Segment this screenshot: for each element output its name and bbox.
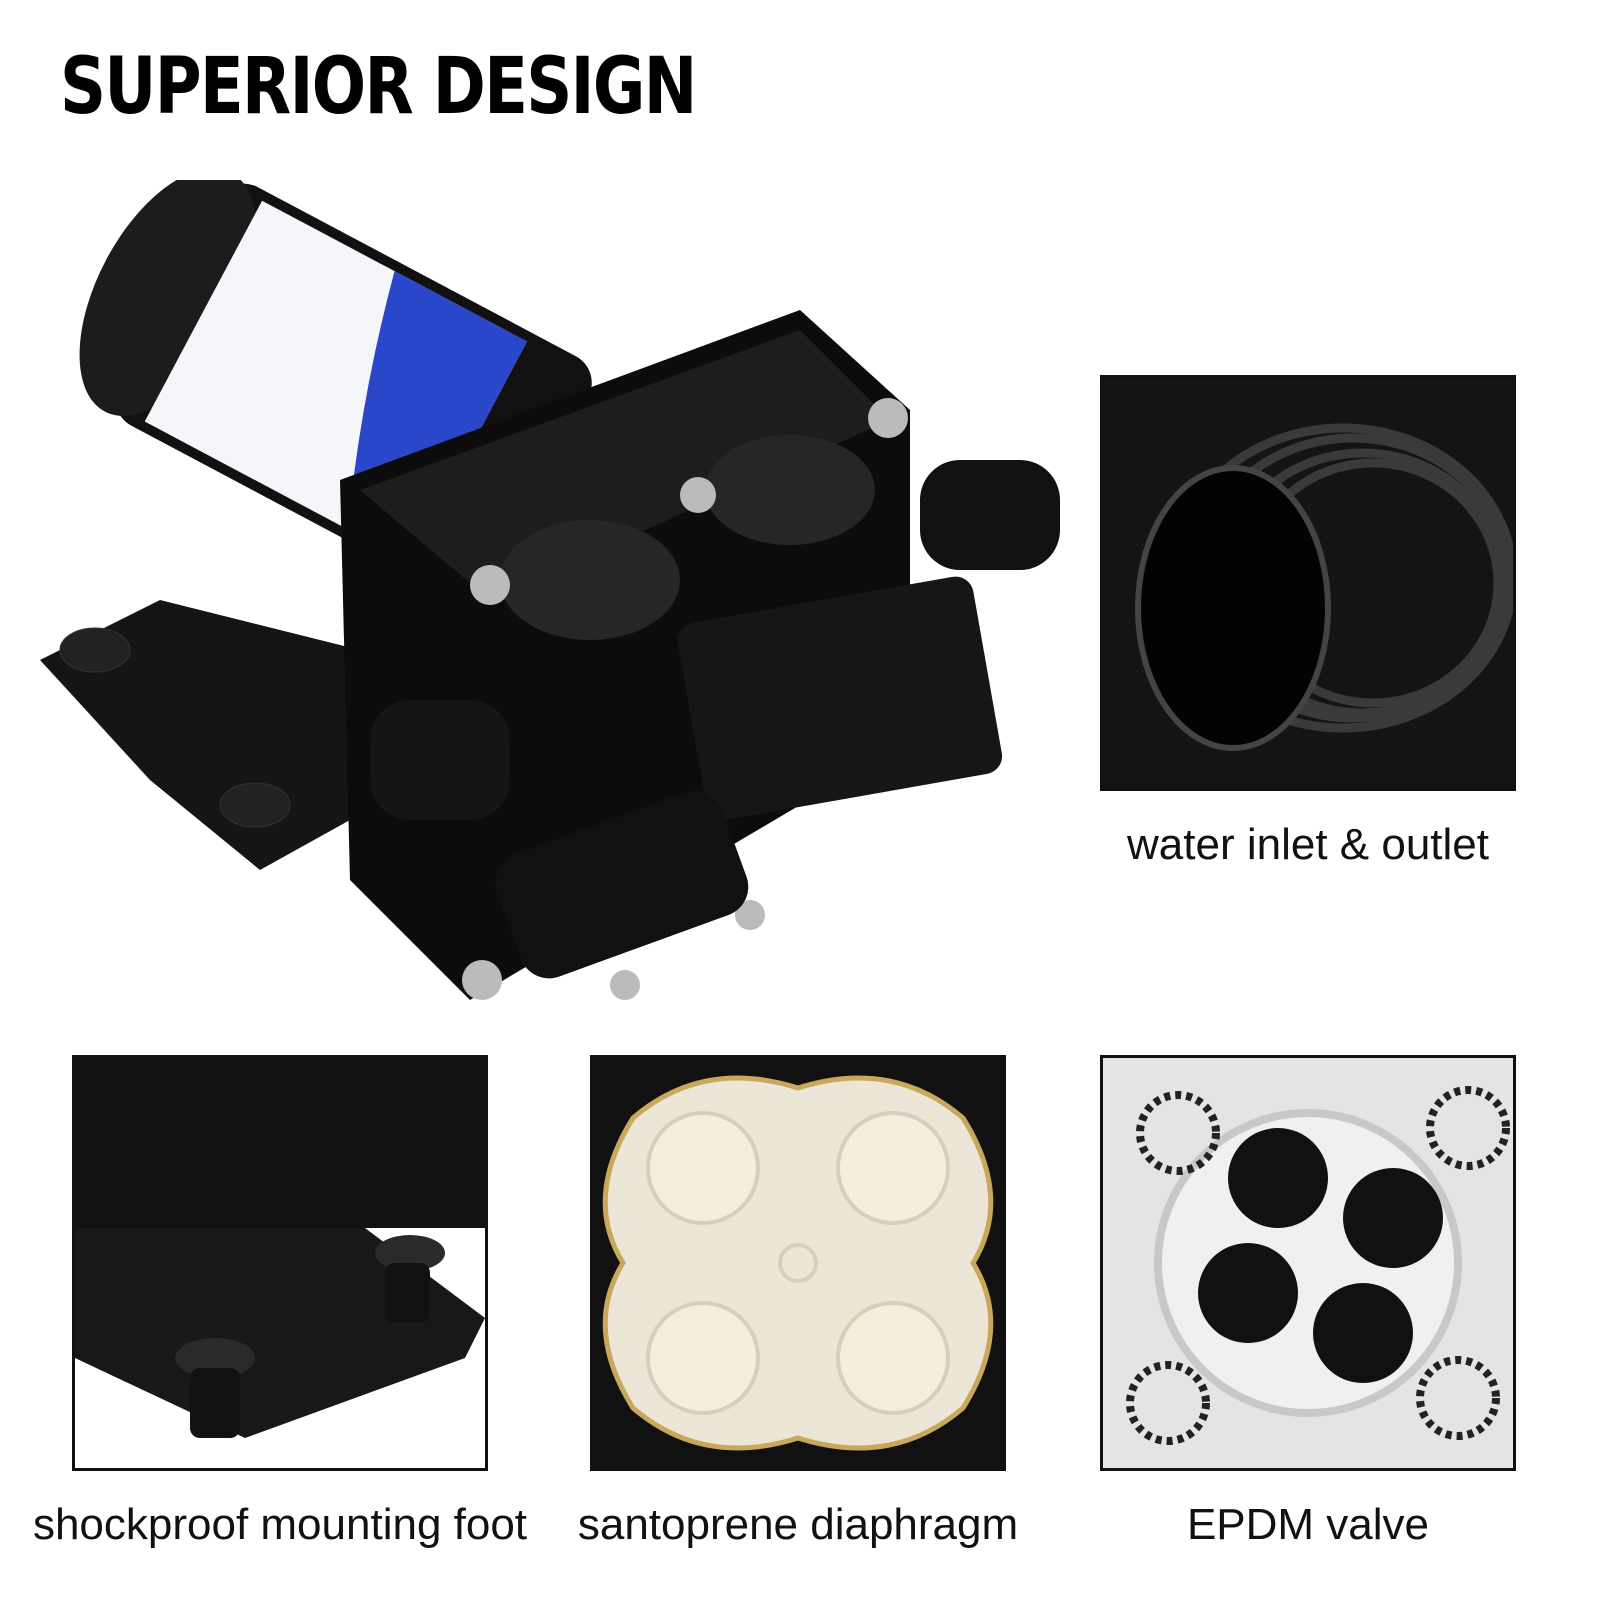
valve-icon: [1103, 1058, 1513, 1468]
detail-mounting-foot: [72, 1055, 488, 1471]
caption-water-inlet-outlet: water inlet & outlet: [1127, 820, 1489, 869]
detail-water-inlet-outlet: [1100, 375, 1516, 791]
detail-epdm-valve: [1100, 1055, 1516, 1471]
caption-diaphragm: santoprene diaphragm: [577, 1500, 1019, 1549]
caption-epdm-valve: EPDM valve: [1186, 1500, 1430, 1549]
water-pressure-pump-icon: [40, 180, 1060, 1000]
detail-diaphragm: [590, 1055, 1006, 1471]
pump-image: [30, 180, 1070, 1030]
page-title: SUPERIOR DESIGN: [60, 42, 697, 132]
caption-mounting-foot: shockproof mounting foot: [32, 1500, 528, 1549]
diaphragm-icon: [593, 1058, 1003, 1468]
mounting-foot-icon: [75, 1058, 485, 1438]
threaded-port-icon: [1103, 378, 1513, 788]
